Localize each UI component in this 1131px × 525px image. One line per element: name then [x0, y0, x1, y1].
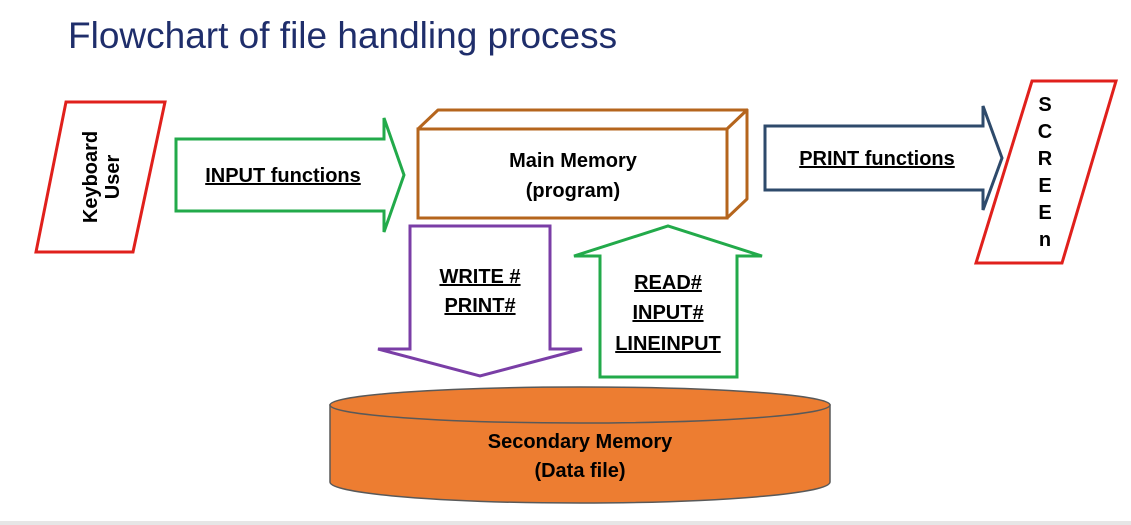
- input-arrow-shape: [174, 117, 406, 233]
- read-from-file-arrow: READ# INPUT# LINEINPUT: [573, 224, 763, 379]
- read-arrow-label-2: INPUT#: [632, 302, 703, 324]
- write-arrow-label-1: WRITE #: [439, 266, 520, 288]
- main-memory-label-1: Main Memory: [509, 150, 638, 172]
- read-arrow-shape: [573, 224, 763, 379]
- screen-node: S C R E E n: [973, 79, 1119, 265]
- input-functions-label: INPUT functions: [205, 165, 361, 187]
- screen-letter: E: [1038, 202, 1051, 224]
- secondary-memory-label-2: (Data file): [534, 460, 625, 482]
- secondary-memory-label-1: Secondary Memory: [488, 431, 673, 453]
- read-arrow-label-3: LINEINPUT: [615, 333, 721, 355]
- print-arrow-shape: [763, 105, 1004, 211]
- secondary-memory-body: [329, 404, 831, 504]
- write-arrow-shape: [377, 224, 583, 378]
- secondary-memory-node: Secondary Memory (Data file): [329, 386, 831, 504]
- screen-letter: S: [1038, 94, 1051, 116]
- print-functions-arrow: PRINT functions: [763, 105, 1004, 211]
- main-memory-node: Main Memory (program): [416, 108, 749, 220]
- write-to-file-arrow: WRITE # PRINT#: [377, 224, 583, 378]
- screen-letter: n: [1039, 229, 1051, 251]
- input-device-node: Keyboard User: [34, 100, 167, 254]
- screen-shape: [973, 79, 1119, 265]
- slide-title: Flowchart of file handling process: [68, 15, 617, 56]
- main-memory-side-face: [725, 108, 749, 220]
- input-functions-arrow: INPUT functions: [174, 117, 406, 233]
- input-device-label-2: User: [102, 155, 124, 200]
- secondary-memory-top: [329, 386, 831, 424]
- screen-letter: R: [1038, 148, 1053, 170]
- main-memory-label-2: (program): [526, 180, 620, 202]
- main-memory-top-face: [416, 108, 749, 131]
- screen-letter: C: [1038, 121, 1052, 143]
- write-arrow-label-2: PRINT#: [444, 295, 515, 317]
- read-arrow-label-1: READ#: [634, 272, 702, 294]
- input-device-label-1: Keyboard: [80, 131, 102, 223]
- print-functions-label: PRINT functions: [799, 148, 955, 170]
- slide-bottom-rule: [0, 521, 1131, 525]
- main-memory-front-face: [416, 127, 729, 220]
- screen-letter: E: [1038, 175, 1051, 197]
- input-device-shape: [34, 100, 167, 254]
